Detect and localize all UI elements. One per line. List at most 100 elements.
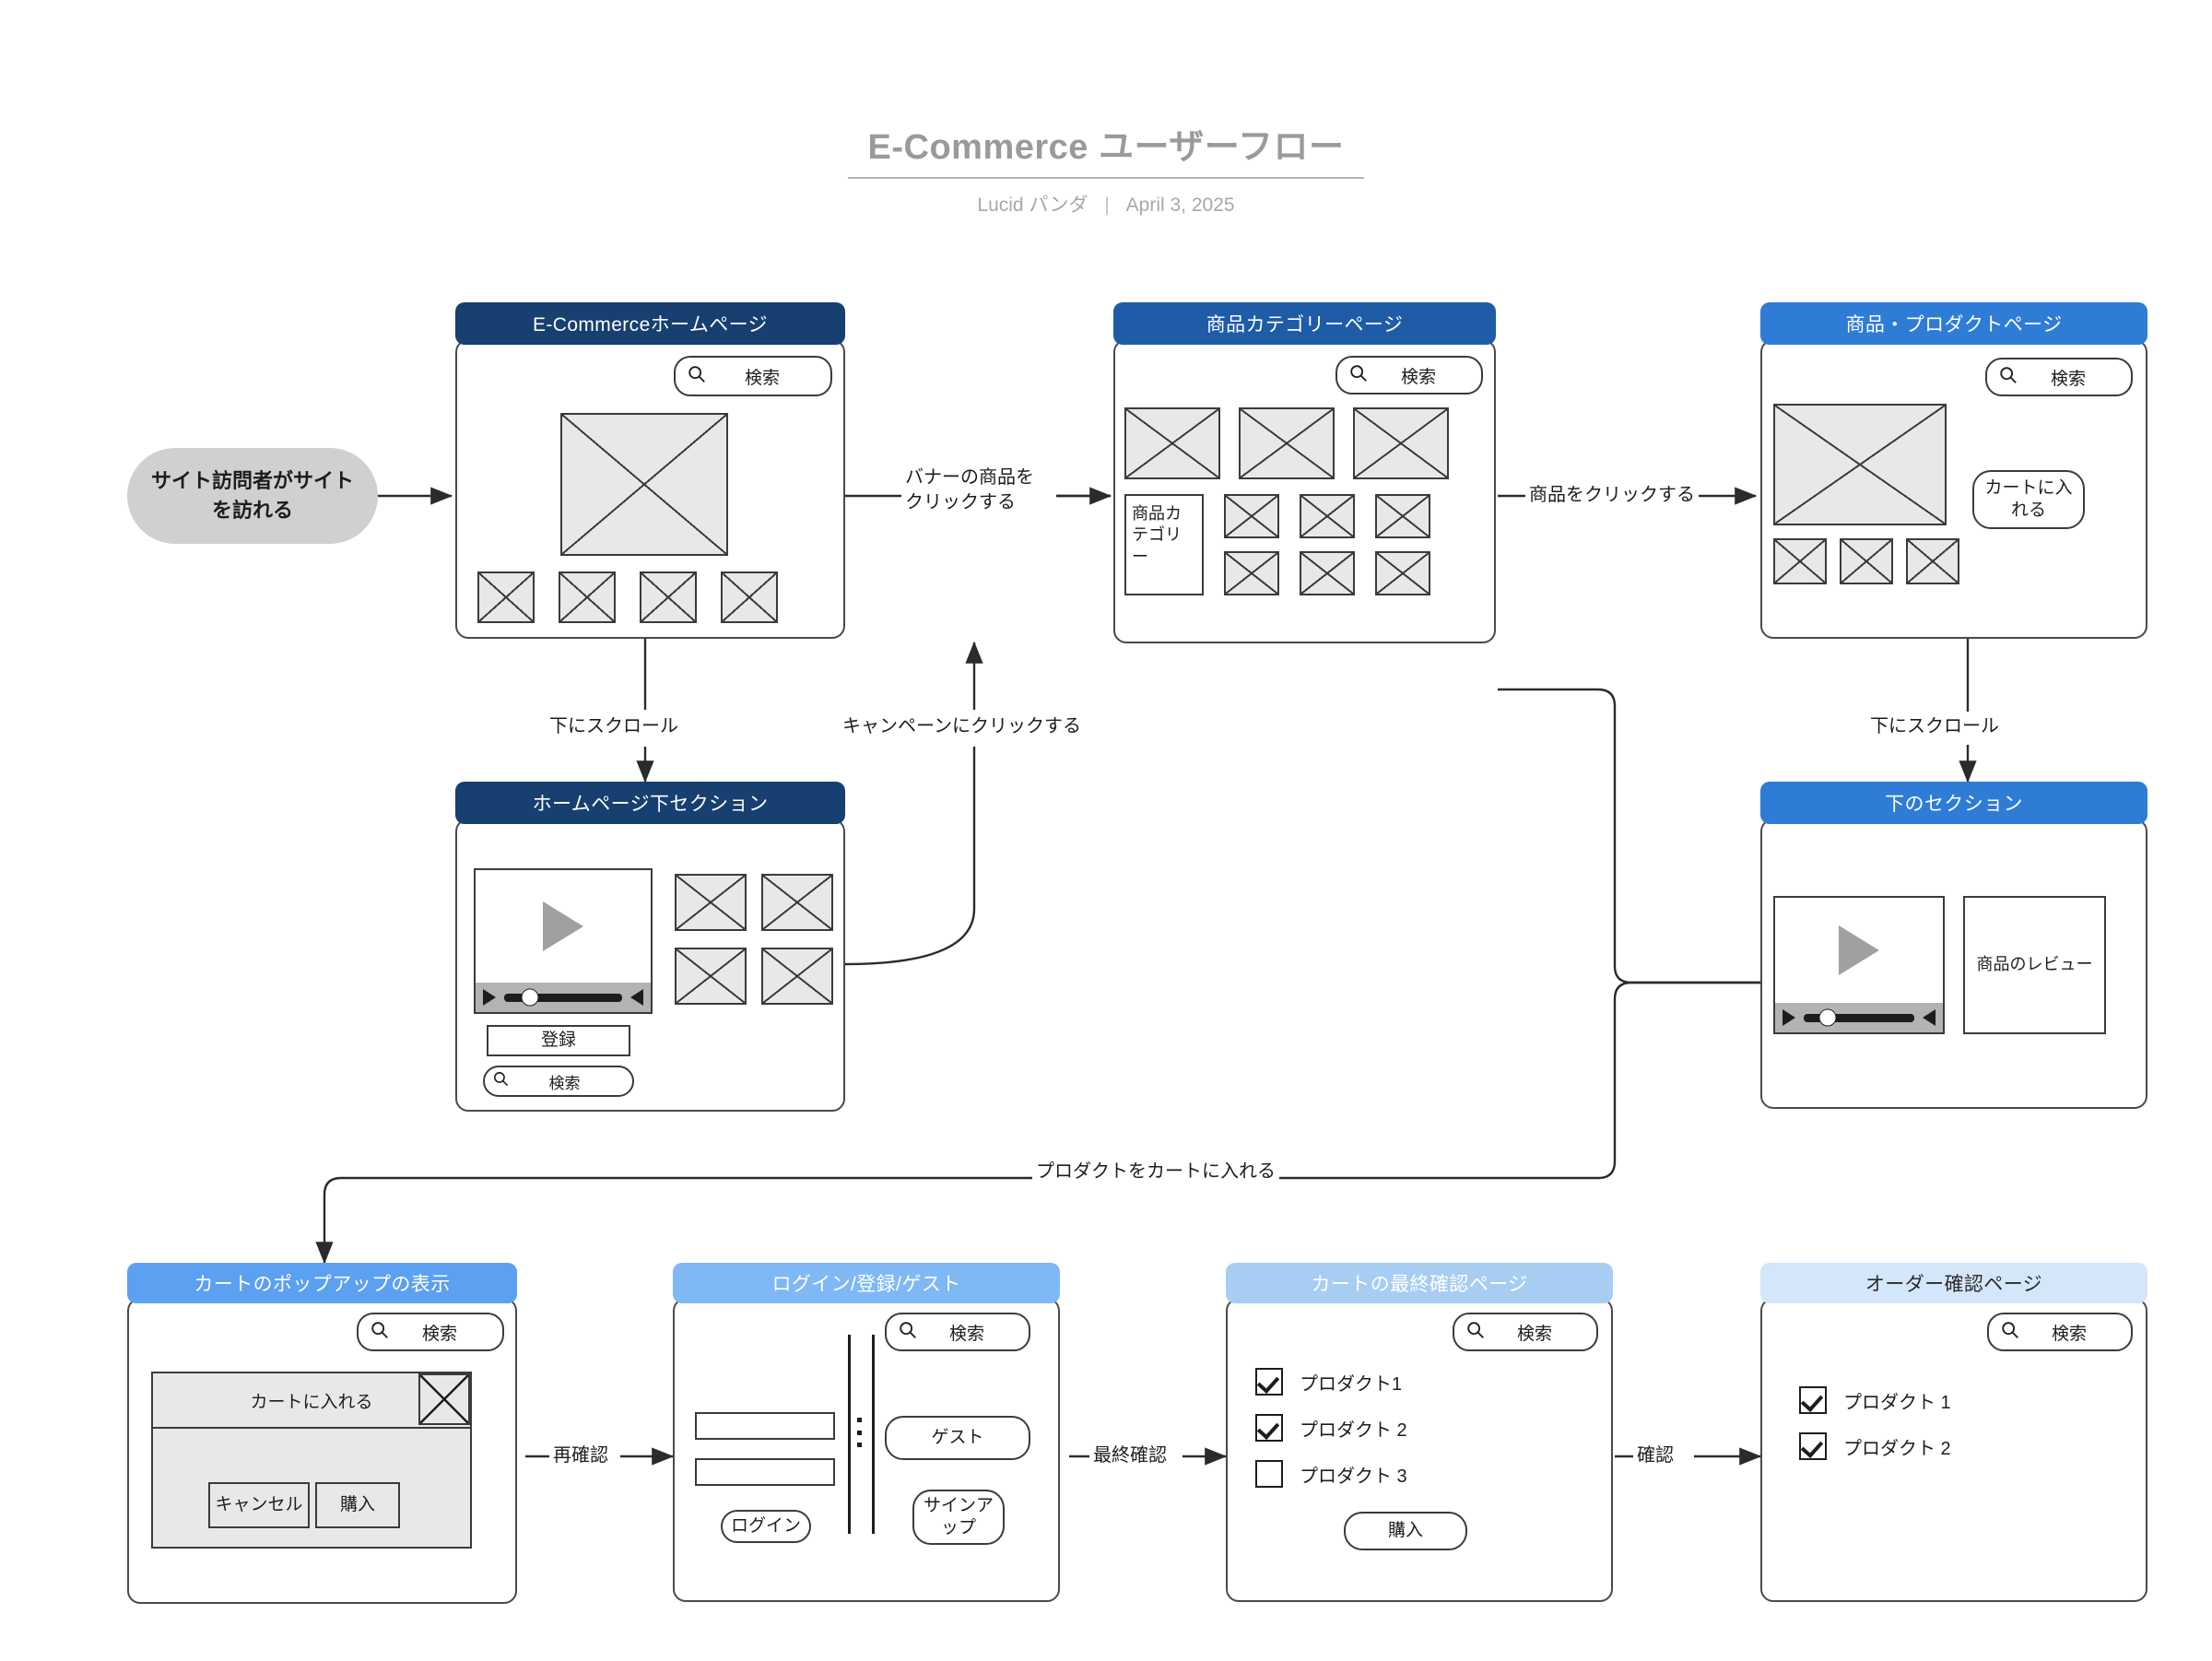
node-home-body: 検索 <box>455 339 845 639</box>
progress-knob[interactable] <box>1818 1008 1837 1027</box>
add-to-cart-button[interactable]: カートに入れる <box>1972 470 2085 529</box>
video-screen <box>1775 898 1943 1003</box>
list-item-label: プロダクト 1 <box>1843 1392 1951 1413</box>
video-controls[interactable] <box>476 983 651 1012</box>
edge-lower-cartpopup <box>315 981 1774 1265</box>
node-lower-section[interactable]: 下のセクション 商品のレビュー <box>1760 782 2147 1109</box>
page-title: E-Commerce ユーザーフロー <box>867 128 1345 167</box>
cancel-button[interactable]: キャンセル <box>208 1482 310 1528</box>
promo-placeholder <box>761 948 833 1005</box>
node-home-bottom[interactable]: ホームページ下セクション 登録 検索 <box>455 782 845 1112</box>
play-icon[interactable] <box>483 989 496 1006</box>
search-input[interactable]: 検索 <box>1985 358 2133 396</box>
list-item[interactable]: プロダクト 2 <box>1255 1414 1407 1442</box>
video-screen <box>476 870 651 983</box>
thumb-placeholder <box>1906 538 1959 584</box>
cart-modal-title: カートに入れる <box>153 1373 470 1429</box>
product-review-box: 商品のレビュー <box>1963 896 2106 1034</box>
progress-knob[interactable] <box>521 988 539 1007</box>
thumb-placeholder <box>477 571 535 623</box>
search-input[interactable]: 検索 <box>1453 1313 1598 1351</box>
thumb-placeholder <box>640 571 697 623</box>
search-input[interactable]: 検索 <box>1335 356 1483 395</box>
search-input[interactable]: 検索 <box>674 356 832 396</box>
node-product[interactable]: 商品・プロダクトページ 検索 カートに入れる <box>1760 302 2147 639</box>
category-placeholder <box>1124 407 1220 479</box>
login-button[interactable]: ログイン <box>721 1510 811 1543</box>
search-input[interactable]: 検索 <box>1987 1313 2133 1351</box>
node-home[interactable]: E-Commerceホームページ 検索 <box>455 302 845 639</box>
edge-label-home-homebottom: 下にスクロール <box>546 714 682 739</box>
search-label: 検索 <box>744 368 780 388</box>
edge-label-cartfinal-order: 確認 <box>1633 1443 1677 1468</box>
node-order-confirm-body: 検索 プロダクト 1 プロダクト 2 <box>1760 1298 2147 1602</box>
register-button[interactable]: 登録 <box>487 1025 630 1056</box>
search-label: 検索 <box>548 1074 581 1092</box>
node-category[interactable]: 商品カテゴリーページ 検索 商品カテゴリー <box>1113 302 1496 643</box>
signup-button[interactable]: サインアップ <box>912 1490 1005 1545</box>
edge-label-lower-cartpopup: プロダクトをカートに入れる <box>1032 1160 1279 1184</box>
edge-label-login-cartfinal: 最終確認 <box>1089 1443 1171 1468</box>
video-controls[interactable] <box>1775 1003 1943 1032</box>
list-item-label: プロダクト 2 <box>1300 1420 1407 1441</box>
search-input[interactable]: 検索 <box>885 1313 1030 1351</box>
checkbox-icon[interactable] <box>1255 1460 1283 1488</box>
cart-modal: カートに入れる キャンセル 購入 <box>151 1372 472 1549</box>
promo-placeholder <box>675 874 747 931</box>
checkbox-icon[interactable] <box>1799 1432 1827 1460</box>
edge-label-product-lower: 下にスクロール <box>1866 714 2003 739</box>
checkbox-icon[interactable] <box>1799 1386 1827 1414</box>
promo-placeholder <box>675 948 747 1005</box>
edge-lower-left-branch <box>1498 688 1774 984</box>
date-label: April 3, 2025 <box>1125 194 1235 216</box>
username-field[interactable] <box>695 1412 835 1440</box>
buy-button[interactable]: 購入 <box>1344 1512 1467 1550</box>
search-icon <box>370 1320 390 1345</box>
list-item[interactable]: プロダクト1 <box>1255 1368 1402 1396</box>
search-label: 検索 <box>1400 367 1436 387</box>
password-field[interactable] <box>695 1458 835 1486</box>
close-icon[interactable] <box>418 1373 470 1425</box>
video-player[interactable] <box>1773 896 1945 1034</box>
node-cart-final[interactable]: カートの最終確認ページ 検索 プロダクト1 プロダクト 2 プロダクト 3 購入 <box>1226 1263 1613 1602</box>
divider-line-left <box>848 1335 851 1534</box>
volume-icon[interactable] <box>630 989 643 1006</box>
edge-label-cartpopup-login: 再確認 <box>549 1443 612 1468</box>
node-category-title: 商品カテゴリーページ <box>1113 302 1496 345</box>
node-lower-section-body: 商品のレビュー <box>1760 819 2147 1109</box>
search-label: 検索 <box>2051 1324 2087 1344</box>
buy-button[interactable]: 購入 <box>315 1482 400 1528</box>
play-triangle-icon <box>543 901 583 951</box>
category-placeholder <box>1239 407 1335 479</box>
title-block: E-Commerce ユーザーフロー Lucid パンダ | April 3, … <box>0 128 2212 218</box>
list-item[interactable]: プロダクト 1 <box>1799 1386 1951 1414</box>
item-placeholder <box>1375 494 1430 538</box>
node-login[interactable]: ログイン/登録/ゲスト 検索 ログイン ゲスト サインアップ <box>673 1263 1060 1602</box>
edge-label-homebottom-category: キャンペーンにクリックする <box>839 714 1085 739</box>
node-cart-popup[interactable]: カートのポップアップの表示 検索 カートに入れる キャンセル 購入 <box>127 1263 517 1604</box>
checkbox-icon[interactable] <box>1255 1368 1283 1396</box>
product-image-placeholder <box>1773 404 1947 525</box>
node-home-title: E-Commerceホームページ <box>455 302 845 345</box>
start-node[interactable]: サイト訪問者がサイトを訪れる <box>127 448 378 544</box>
checkbox-icon[interactable] <box>1255 1414 1283 1442</box>
guest-button[interactable]: ゲスト <box>885 1416 1030 1460</box>
video-player[interactable] <box>474 868 653 1014</box>
node-product-title: 商品・プロダクトページ <box>1760 302 2147 345</box>
node-order-confirm[interactable]: オーダー確認ページ 検索 プロダクト 1 プロダクト 2 <box>1760 1263 2147 1602</box>
thumb-placeholder <box>721 571 778 623</box>
progress-track[interactable] <box>504 988 622 1007</box>
list-item[interactable]: プロダクト 3 <box>1255 1460 1407 1488</box>
title-divider <box>848 176 1364 179</box>
search-input[interactable]: 検索 <box>483 1066 634 1097</box>
search-input[interactable]: 検索 <box>357 1313 504 1351</box>
volume-icon[interactable] <box>1923 1009 1936 1026</box>
play-icon[interactable] <box>1783 1009 1795 1026</box>
item-placeholder <box>1224 494 1279 538</box>
search-icon <box>1348 363 1369 388</box>
play-triangle-icon <box>1839 925 1879 975</box>
progress-track[interactable] <box>1804 1008 1914 1027</box>
list-item[interactable]: プロダクト 2 <box>1799 1432 1951 1460</box>
